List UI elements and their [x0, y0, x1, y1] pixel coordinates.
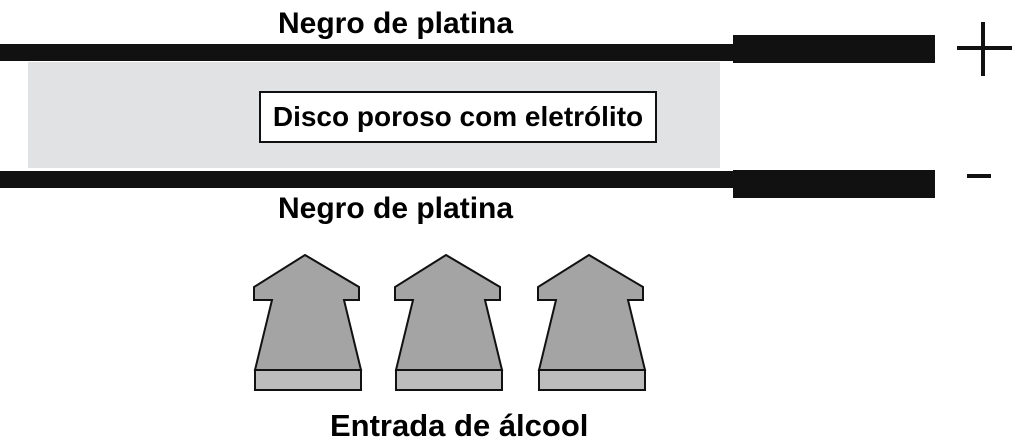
bottom-electrode-terminal — [733, 170, 935, 198]
negative-terminal-icon — [967, 174, 991, 178]
alcohol-inlet-arrow — [537, 253, 647, 391]
alcohol-inlet-label: Entrada de álcool — [330, 408, 589, 443]
porous-disc-label: Disco poroso com eletrólito — [272, 101, 644, 132]
alcohol-inlet-arrow — [394, 253, 504, 391]
bottom-electrode-label: Negro de platina — [278, 192, 514, 225]
porous-disc-box: Disco poroso com eletrólito — [259, 91, 657, 143]
bottom-electrode-plate — [0, 171, 736, 188]
top-electrode-label: Negro de platina — [278, 7, 514, 40]
top-electrode-terminal — [733, 35, 935, 63]
positive-terminal-icon — [957, 22, 1012, 76]
alcohol-inlet-arrow — [253, 253, 363, 391]
top-electrode-plate — [0, 44, 736, 61]
